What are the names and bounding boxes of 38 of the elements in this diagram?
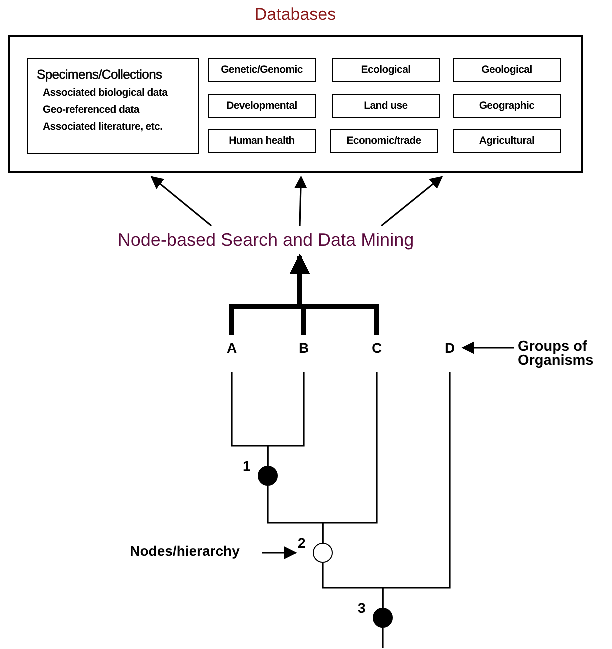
node-number: 3 [358, 600, 366, 616]
open-node-circle [313, 543, 333, 563]
group-label: C [367, 337, 387, 359]
tree-branch-line [382, 628, 384, 648]
arrow [290, 254, 380, 335]
database-box: Geographic [453, 94, 561, 118]
group-label: B [294, 337, 314, 359]
database-box: Ecological [332, 58, 440, 82]
list-item: Associated biological data [43, 86, 168, 101]
list-item: Associated literature, etc. [43, 120, 163, 135]
database-box: Developmental [208, 94, 316, 118]
panel-title: Databases [254, 5, 338, 25]
tree-branch-line [322, 372, 378, 543]
node-number: 1 [243, 458, 251, 474]
process-label: Node-based Search and Data Mining [96, 228, 436, 252]
tree-branch-line [382, 372, 451, 608]
arrow [462, 342, 514, 354]
filled-node-circle [373, 608, 393, 628]
annotation-text: Nodes/hierarchy [120, 540, 250, 562]
database-box: Geological [453, 58, 561, 82]
tree-branch-line [267, 372, 305, 466]
arrow [294, 176, 308, 226]
arrow [262, 546, 298, 560]
box-heading: Specimens/Collections [37, 67, 162, 82]
database-box: Land use [332, 94, 440, 118]
database-box: Genetic/Genomic [208, 58, 316, 82]
arrow [150, 176, 212, 227]
filled-node-circle [258, 466, 278, 486]
database-box: Human health [208, 129, 316, 153]
group-label: D [440, 337, 460, 359]
list-item: Geo-referenced data [43, 103, 140, 118]
group-label: A [222, 337, 242, 359]
database-box: Agricultural [453, 129, 561, 153]
arrow [381, 176, 444, 227]
collection-box [27, 58, 199, 154]
annotation-text: Groups of Organisms [518, 336, 612, 372]
database-box: Economic/trade [330, 129, 438, 153]
node-number: 2 [298, 535, 306, 551]
